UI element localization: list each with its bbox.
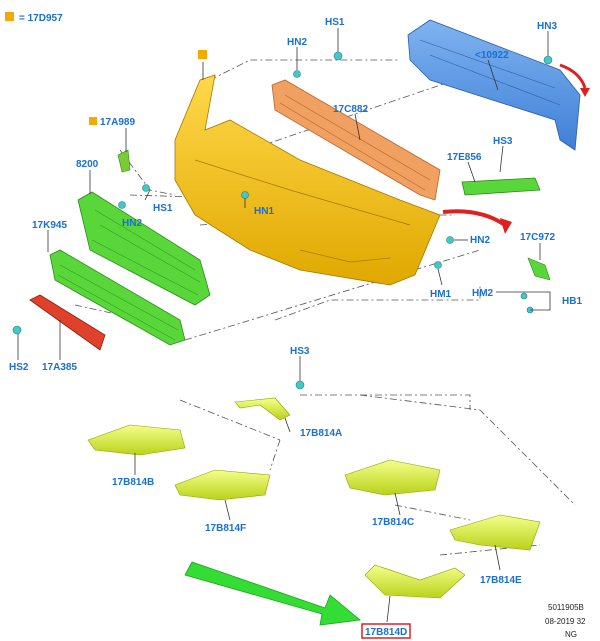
fastener-hs3-low <box>295 380 305 390</box>
lower-grille <box>49 249 186 346</box>
footer-line1: 5011905B <box>548 603 584 612</box>
fastener-hn3 <box>543 55 553 65</box>
red-arrow-top-head <box>580 88 590 97</box>
label-10922: <10922 <box>475 50 509 61</box>
leader-lines <box>17 28 551 623</box>
part-17b814c <box>344 459 441 496</box>
label-hm1: HM1 <box>430 289 452 300</box>
side-bracket <box>461 177 541 196</box>
red-arrow-mid-head <box>500 218 512 234</box>
part-17b814f <box>174 469 271 501</box>
label-hn2-mid: HN2 <box>122 218 142 229</box>
fastener-hm2 <box>520 292 528 300</box>
highlight-arrow <box>184 561 361 626</box>
label-17k945: 17K945 <box>32 220 67 231</box>
legend-text: = 17D957 <box>19 13 63 24</box>
part-17b814e <box>449 514 541 551</box>
lime-trim-parts <box>87 397 541 599</box>
part-17b814b <box>87 424 186 456</box>
fastener-hs1-top <box>333 51 343 61</box>
fastener-hs1-mid <box>142 184 150 192</box>
legend-marker-top <box>198 50 207 59</box>
label-hs3-low: HS3 <box>290 346 310 357</box>
fastener-hn1 <box>241 191 249 199</box>
label-17b814e: 17B814E <box>480 575 522 586</box>
lower-panel <box>29 294 106 351</box>
label-17c882: 17C882 <box>333 104 368 115</box>
part-17b814a <box>234 397 291 421</box>
upper-grille <box>77 191 211 306</box>
label-17b814b: 17B814B <box>112 477 154 488</box>
fastener-hn2-right <box>446 236 454 244</box>
label-17e856: 17E856 <box>447 152 482 163</box>
energy-absorber <box>271 79 441 201</box>
label-17c972: 17C972 <box>520 232 555 243</box>
label-8200: 8200 <box>76 159 99 170</box>
label-17b814c: 17B814C <box>372 517 414 528</box>
footer-line2: 08-2019 32 <box>545 617 586 626</box>
small-bracket-17a989 <box>117 149 131 173</box>
red-arrow-top <box>559 63 587 89</box>
label-17a385: 17A385 <box>42 362 77 373</box>
fastener-hn2-mid <box>118 201 126 209</box>
footer-line3: NG <box>565 630 577 639</box>
fastener-hs2 <box>12 325 22 335</box>
fastener-hm1 <box>434 261 442 269</box>
legend-marker-17a989 <box>89 117 97 125</box>
red-arrow-mid <box>442 209 507 227</box>
reinforcement-bar <box>407 19 581 151</box>
label-hs1-mid: HS1 <box>153 203 173 214</box>
label-hs2: HS2 <box>9 362 29 373</box>
fasteners <box>12 51 553 390</box>
label-hn2-right: HN2 <box>470 235 490 246</box>
part-17b814d <box>364 564 466 599</box>
label-17b814d: 17B814D <box>365 627 407 638</box>
bracket-17c972 <box>527 257 551 281</box>
label-hb1: HB1 <box>562 296 582 307</box>
label-17b814a: 17B814A <box>300 428 342 439</box>
label-hn1: HN1 <box>254 206 274 217</box>
label-hs3-top: HS3 <box>493 136 513 147</box>
bumper-cover <box>174 74 441 286</box>
label-17b814f: 17B814F <box>205 523 246 534</box>
label-hn3: HN3 <box>537 21 557 32</box>
fastener-hn2-top <box>293 70 301 78</box>
label-hn2-top: HN2 <box>287 37 307 48</box>
label-hm2: HM2 <box>472 288 494 299</box>
highlight-box <box>361 623 411 639</box>
legend-swatch <box>5 12 14 21</box>
label-hs1-top: HS1 <box>325 17 345 28</box>
label-17a989: 17A989 <box>100 117 135 128</box>
